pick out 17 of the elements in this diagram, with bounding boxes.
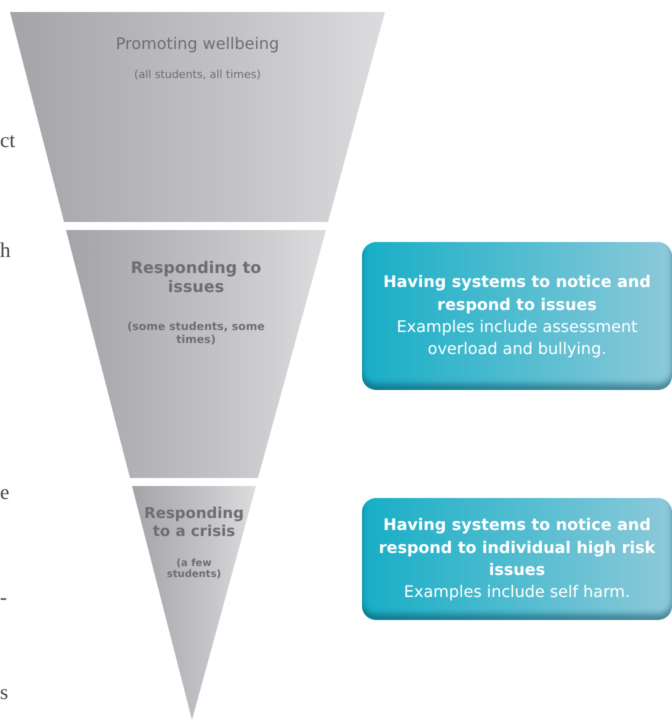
tier-heading: Promoting wellbeing bbox=[114, 34, 280, 53]
tier-subtext: (a few students) bbox=[166, 558, 222, 580]
tier-heading: Responding to issues bbox=[130, 258, 262, 296]
box-heading: Having systems to notice and respond to individual high risk issues bbox=[378, 514, 656, 581]
cut-off-text: - bbox=[0, 585, 7, 610]
cut-off-text: s bbox=[0, 680, 8, 705]
cut-off-text: h bbox=[0, 238, 10, 263]
box-heading: Having systems to notice and respond to issues bbox=[382, 271, 652, 316]
info-box bbox=[362, 498, 672, 620]
tier-subtext: (some students, some times) bbox=[126, 320, 266, 346]
info-box bbox=[362, 242, 672, 390]
box-description: Examples include assessment overload and bullying. bbox=[396, 316, 638, 360]
box-description: Examples include self harm. bbox=[402, 581, 632, 604]
cut-off-text: e bbox=[0, 480, 10, 505]
tier-subtext: (all students, all times) bbox=[133, 68, 262, 81]
tier-heading: Responding to a crisis bbox=[143, 504, 245, 540]
cut-off-text: ct bbox=[0, 128, 16, 153]
